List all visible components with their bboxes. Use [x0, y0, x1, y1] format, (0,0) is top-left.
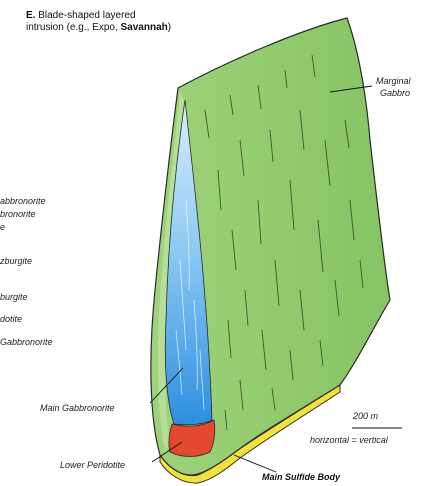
- scale-length-label: 200 m: [353, 411, 378, 421]
- cut-label-3: e: [0, 222, 5, 233]
- main-gabbronorite-label: Main Gabbronorite: [40, 403, 115, 414]
- cut-label-5: burgite: [0, 292, 28, 303]
- marginal-gabbro-label-line2: Gabbro: [380, 88, 410, 99]
- marginal-gabbro-label-line1: Marginal: [376, 76, 411, 87]
- cut-label-6: dotite: [0, 314, 22, 325]
- cut-label-2: bronorite: [0, 209, 36, 220]
- diagram-title: E. Blade-shaped layered intrusion (e.g.,…: [26, 10, 176, 34]
- main-sulfide-body-label: Main Sulfide Body: [262, 472, 340, 483]
- cut-label-1: abbronorite: [0, 196, 46, 207]
- cut-label-7: Gabbronorite: [0, 337, 53, 348]
- main-sulfide-body-leader: [234, 455, 276, 472]
- cut-label-4: zburgite: [0, 256, 32, 267]
- title-text: Blade-shaped layered intrusion (e.g., Ex…: [26, 10, 136, 33]
- lower-peridotite-label: Lower Peridotite: [60, 460, 125, 471]
- title-bold-name: Savannah: [121, 22, 168, 33]
- title-suffix: ): [168, 22, 171, 33]
- scale-note-label: horizontal = vertical: [310, 435, 388, 445]
